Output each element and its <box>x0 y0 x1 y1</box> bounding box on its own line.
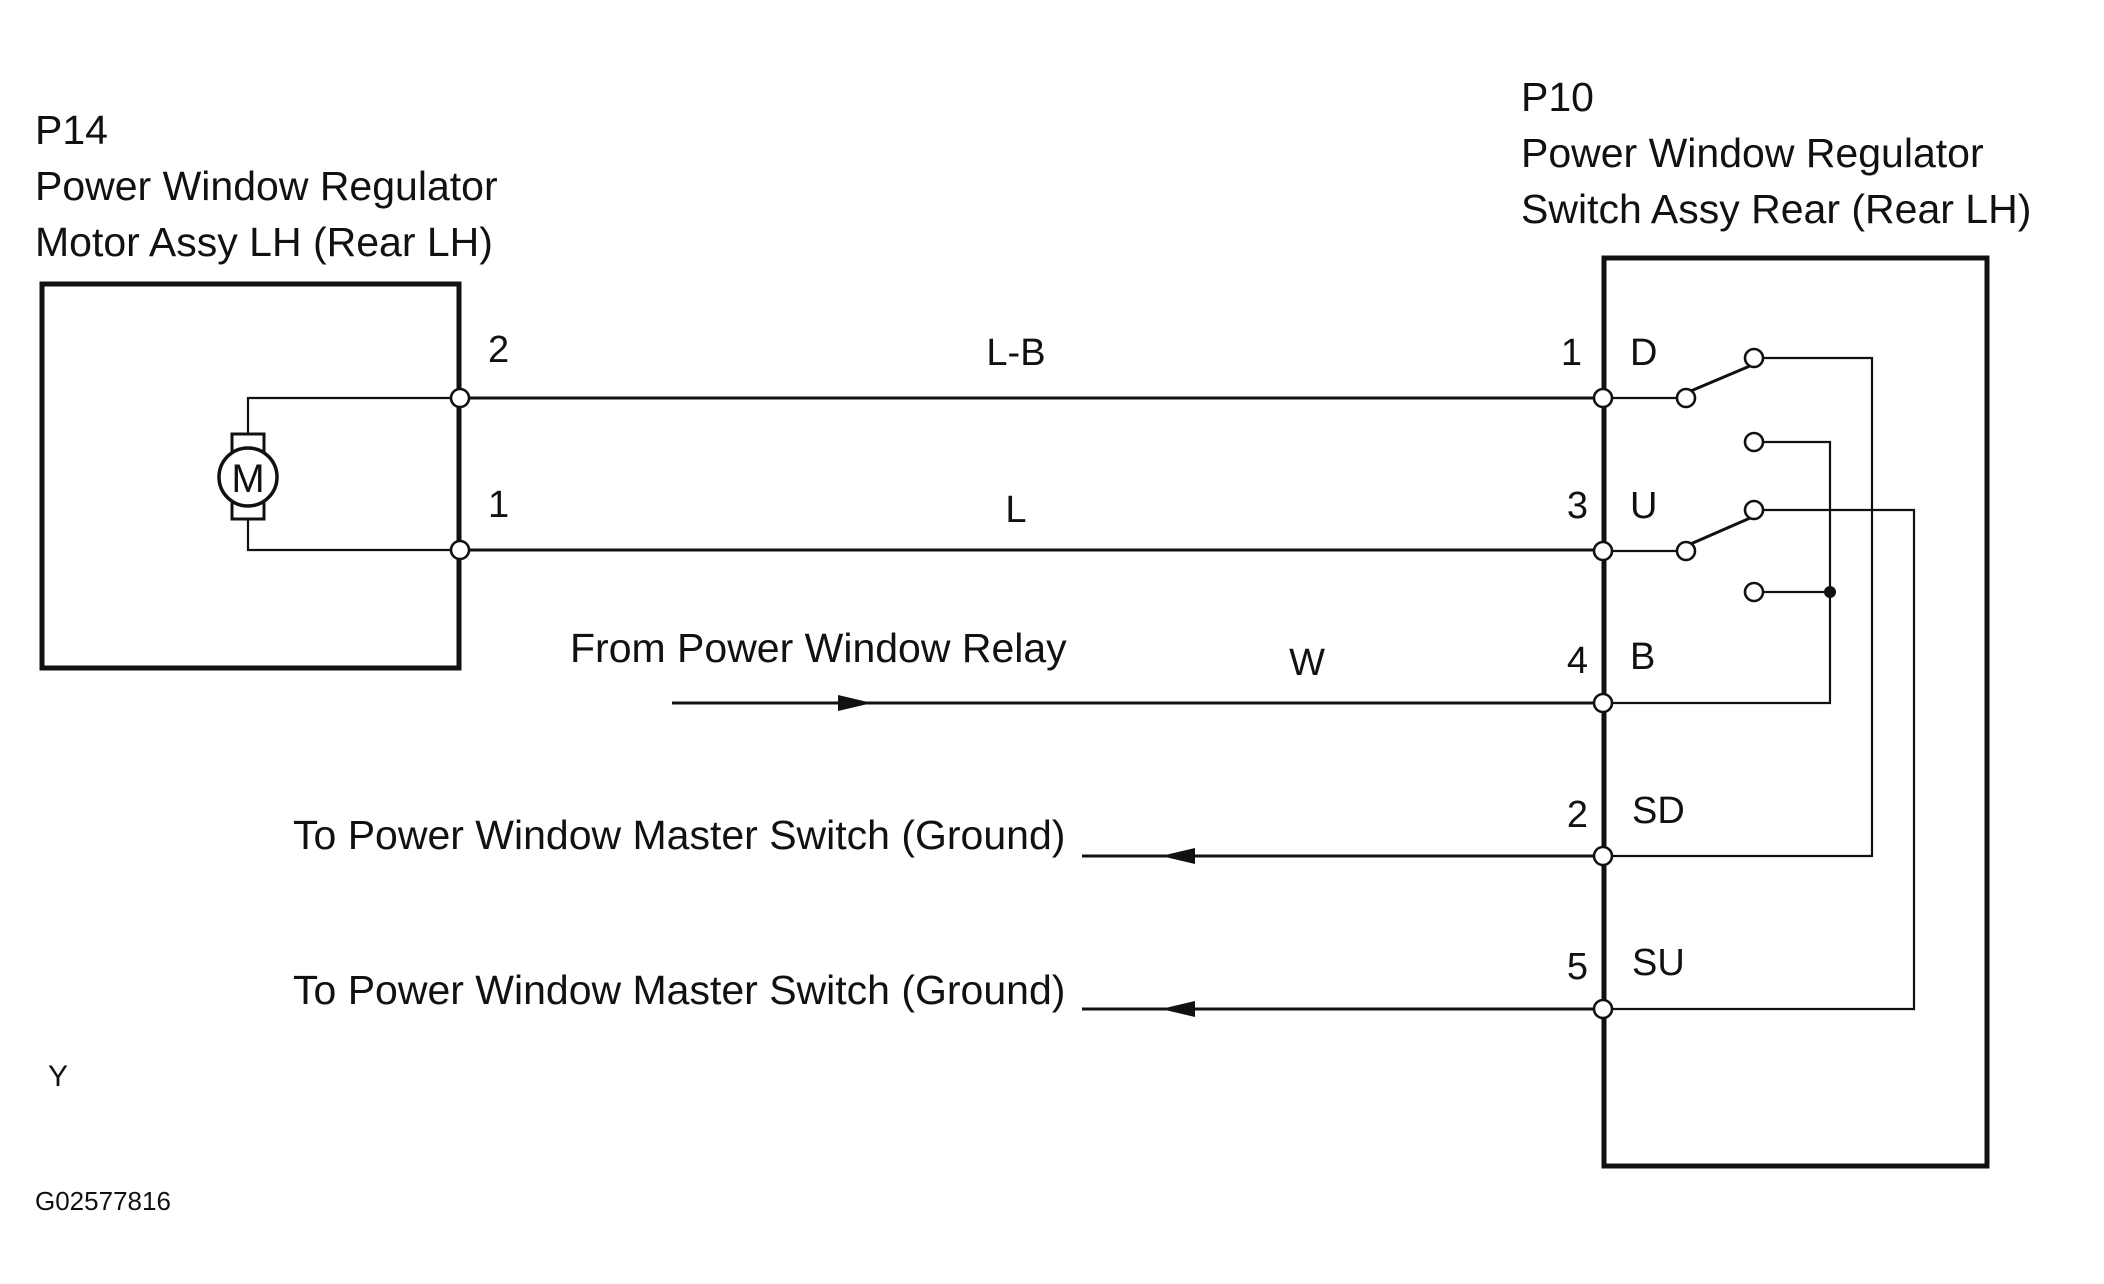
switch-su-return <box>1603 508 1916 1011</box>
switch-assy-box <box>1601 255 1990 1169</box>
switch-pin-2-number: 2 <box>1567 794 1588 836</box>
ground-su-arrow-icon <box>1161 1001 1195 1017</box>
motor-assy-name-line1: Power Window Regulator <box>35 163 498 209</box>
switch-assy-name-line1: Power Window Regulator <box>1521 130 1984 176</box>
motor-symbol-label: M <box>231 457 264 501</box>
switch-pin-5-number: 5 <box>1567 946 1588 988</box>
switch-pin-d-name: D <box>1630 332 1657 374</box>
motor-assy-code: P14 <box>35 107 108 153</box>
switch-contact-u-b <box>1743 581 1765 603</box>
switch-contact-d-sd <box>1743 347 1765 369</box>
switch-pin-1-number: 1 <box>1561 332 1582 374</box>
wire-l-label: L <box>1005 489 1026 531</box>
motor-assy-box <box>39 281 462 671</box>
switch-b-feed <box>1603 440 1832 705</box>
motor-icon: M <box>217 432 279 521</box>
switch-blade-up <box>1685 513 1758 548</box>
from-relay-label: From Power Window Relay <box>570 625 1067 671</box>
switch-pin-u-name: U <box>1630 485 1657 527</box>
switch-terminal-2 <box>1592 845 1614 867</box>
motor-lead-upper <box>246 396 460 434</box>
relay-feed-arrow-icon <box>838 695 872 711</box>
to-master-switch-su-label: To Power Window Master Switch (Ground) <box>293 967 1065 1013</box>
motor-terminal-2 <box>449 387 471 409</box>
switch-blade-down <box>1685 361 1758 395</box>
switch-pin-sd-name: SD <box>1632 790 1685 832</box>
switch-terminal-1 <box>1592 387 1614 409</box>
switch-contact-u-pivot <box>1675 540 1697 562</box>
switch-terminal-3 <box>1592 540 1614 562</box>
switch-terminal-5 <box>1592 998 1614 1020</box>
motor-assy-name-line2: Motor Assy LH (Rear LH) <box>35 219 493 265</box>
switch-contact-d-b <box>1743 431 1765 453</box>
motor-terminal-1 <box>449 539 471 561</box>
switch-terminal-4 <box>1592 692 1614 714</box>
switch-pin-4-number: 4 <box>1567 640 1588 682</box>
figure-code: G02577816 <box>35 1186 171 1216</box>
motor-pin-1-label: 1 <box>488 484 509 526</box>
wire-l-b-label: L-B <box>986 332 1045 374</box>
switch-b-junction-dot <box>1824 586 1836 598</box>
footer-mark: Y <box>48 1060 68 1093</box>
motor-pin-2-label: 2 <box>488 329 509 371</box>
switch-pin-b-name: B <box>1630 636 1655 678</box>
switch-sd-return <box>1603 356 1874 858</box>
switch-assy-name-line2: Switch Assy Rear (Rear LH) <box>1521 186 2031 232</box>
wire-w-label: W <box>1289 642 1325 684</box>
switch-contact-d-pivot <box>1675 387 1697 409</box>
switch-contact-u-su <box>1743 499 1765 521</box>
to-master-switch-sd-label: To Power Window Master Switch (Ground) <box>293 812 1065 858</box>
switch-pin-su-name: SU <box>1632 942 1685 984</box>
motor-lead-lower <box>246 519 460 552</box>
switch-assy-code: P10 <box>1521 74 1594 120</box>
ground-sd-arrow-icon <box>1161 848 1195 864</box>
switch-pin-3-number: 3 <box>1567 485 1588 527</box>
